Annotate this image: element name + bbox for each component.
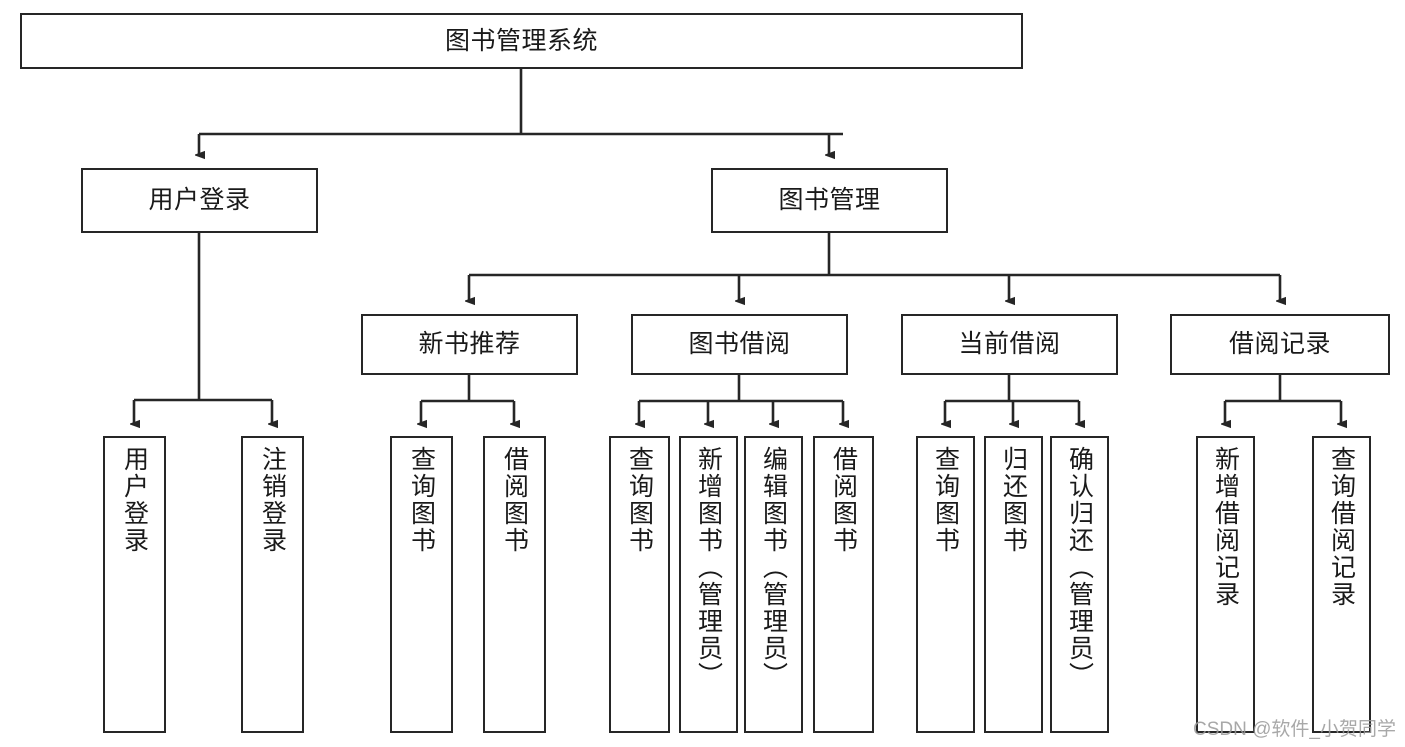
node-leaf-edit-book-admin-label: 编辑图书（管理员） (759, 446, 788, 689)
node-leaf-query-book-current[interactable]: 查询图书 (916, 436, 975, 733)
node-book-manage[interactable]: 图书管理 (711, 168, 948, 233)
node-book-borrow-label: 图书借阅 (688, 330, 791, 358)
node-leaf-query-borrow-record-label: 查询借阅记录 (1327, 446, 1356, 608)
node-leaf-user-login[interactable]: 用户登录 (103, 436, 166, 733)
node-leaf-logout-label: 注销登录 (258, 446, 287, 554)
node-user-login-label: 用户登录 (148, 186, 251, 214)
node-leaf-confirm-return-admin-label: 确认归还（管理员） (1065, 446, 1094, 689)
csdn-watermark: CSDN @软件_小贺同学 (1193, 719, 1396, 740)
node-leaf-add-book-admin-label: 新增图书（管理员） (694, 446, 723, 689)
node-root-label: 图书管理系统 (444, 26, 598, 55)
node-leaf-user-login-label: 用户登录 (120, 446, 149, 554)
node-leaf-borrow-book[interactable]: 借阅图书 (813, 436, 874, 733)
node-leaf-query-book-borrow-label: 查询图书 (625, 446, 654, 554)
node-new-book-rec[interactable]: 新书推荐 (361, 314, 578, 375)
node-leaf-confirm-return-admin[interactable]: 确认归还（管理员） (1050, 436, 1109, 733)
node-current-borrow-label: 当前借阅 (958, 330, 1061, 358)
node-leaf-logout[interactable]: 注销登录 (241, 436, 304, 733)
node-leaf-return-book-label: 归还图书 (999, 446, 1028, 554)
node-new-book-rec-label: 新书推荐 (418, 330, 521, 358)
node-leaf-query-book-rec-label: 查询图书 (407, 446, 436, 554)
node-leaf-add-borrow-record[interactable]: 新增借阅记录 (1196, 436, 1255, 733)
node-user-login[interactable]: 用户登录 (81, 168, 318, 233)
node-borrow-record-label: 借阅记录 (1228, 330, 1331, 358)
node-leaf-return-book[interactable]: 归还图书 (984, 436, 1043, 733)
node-leaf-borrow-book-rec[interactable]: 借阅图书 (483, 436, 546, 733)
node-leaf-borrow-book-rec-label: 借阅图书 (500, 446, 529, 554)
node-book-borrow[interactable]: 图书借阅 (631, 314, 848, 375)
node-root[interactable]: 图书管理系统 (20, 13, 1023, 69)
node-leaf-query-borrow-record[interactable]: 查询借阅记录 (1312, 436, 1371, 733)
node-borrow-record[interactable]: 借阅记录 (1170, 314, 1390, 375)
node-leaf-add-borrow-record-label: 新增借阅记录 (1211, 446, 1240, 608)
node-current-borrow[interactable]: 当前借阅 (901, 314, 1118, 375)
node-leaf-query-book-current-label: 查询图书 (931, 446, 960, 554)
node-leaf-add-book-admin[interactable]: 新增图书（管理员） (679, 436, 738, 733)
node-leaf-borrow-book-label: 借阅图书 (829, 446, 858, 554)
node-leaf-query-book-borrow[interactable]: 查询图书 (609, 436, 670, 733)
node-book-manage-label: 图书管理 (778, 186, 881, 214)
node-leaf-query-book-rec[interactable]: 查询图书 (390, 436, 453, 733)
node-leaf-edit-book-admin[interactable]: 编辑图书（管理员） (744, 436, 803, 733)
